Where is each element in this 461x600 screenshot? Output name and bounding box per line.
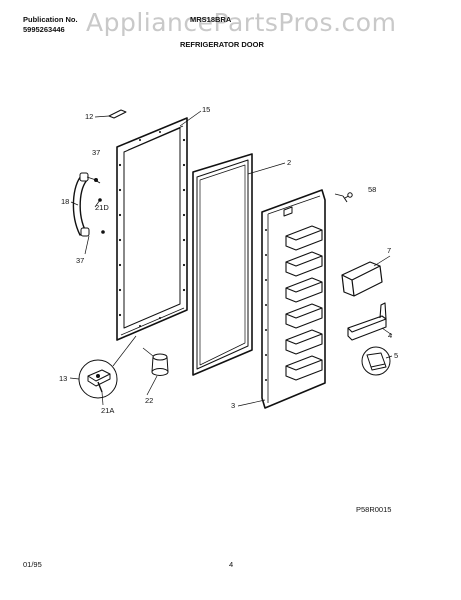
- section-title: REFRIGERATOR DOOR: [180, 40, 264, 49]
- callout-21d: 21D: [95, 203, 109, 212]
- part-4-retainer-bar: [347, 302, 387, 341]
- publication-label: Publication No.: [23, 15, 78, 24]
- figure-code: P58R0015: [356, 505, 392, 514]
- callout-22: 22: [145, 396, 154, 405]
- part-37-screw-top: [94, 179, 101, 184]
- watermark: AppliancePartsPros.com: [86, 8, 397, 37]
- callout-58: 58: [368, 185, 377, 194]
- callout-13: 13: [59, 374, 68, 383]
- callout-18: 18: [61, 197, 70, 206]
- footer-page: 4: [229, 560, 234, 569]
- part-58-screw: [342, 192, 353, 203]
- callout-37-bottom: 37: [76, 256, 85, 265]
- part-7-dairy-cover: [341, 261, 383, 297]
- part-22-bushing: [151, 353, 169, 376]
- part-3-inner-door-with-shelves: [261, 189, 326, 409]
- part-5-detail-circle: [361, 346, 391, 376]
- callout-37-top: 37: [92, 148, 101, 157]
- part-13-hinge-detail: [78, 359, 118, 399]
- callout-3: 3: [231, 401, 236, 410]
- callout-21a: 21A: [101, 406, 115, 415]
- callout-5: 5: [394, 351, 399, 360]
- part-2-door-liner: [192, 153, 253, 376]
- callout-2: 2: [287, 158, 292, 167]
- footer-date: 01/95: [23, 560, 42, 569]
- callout-12: 12: [85, 112, 94, 121]
- publication-number: 5995263446: [23, 25, 65, 34]
- part-15-gasket-frame: [116, 117, 188, 341]
- callout-4: 4: [388, 331, 393, 340]
- model-number: MRS18BRA: [190, 15, 232, 24]
- part-12-plate: [108, 109, 127, 119]
- callout-15: 15: [202, 105, 211, 114]
- part-18-door-handle: [72, 172, 90, 237]
- callout-7: 7: [387, 246, 392, 255]
